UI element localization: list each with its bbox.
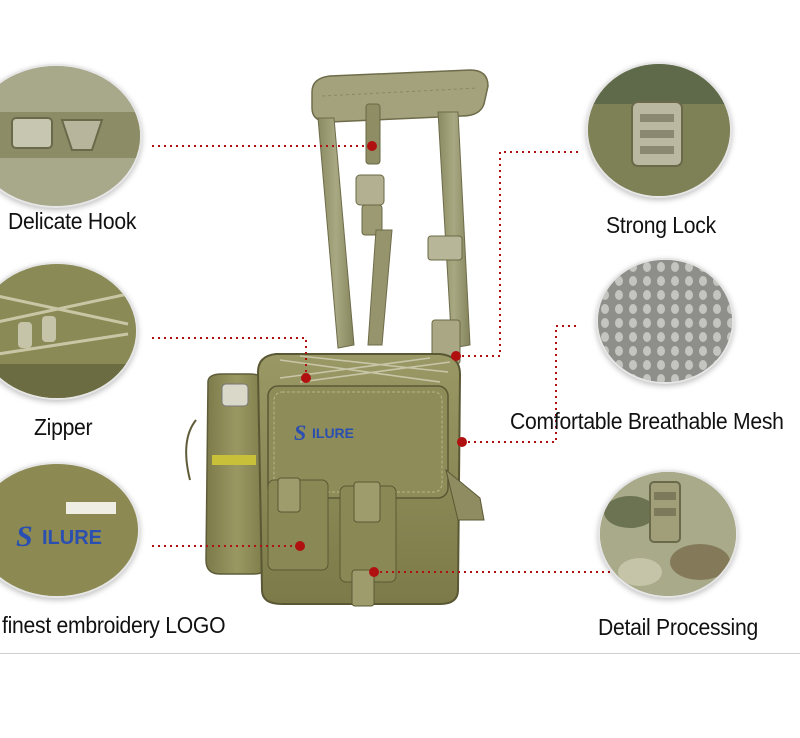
detail-processing-label: Detail Processing [598,614,758,640]
svg-text:ILURE: ILURE [312,425,354,441]
svg-text:S: S [16,520,33,553]
zipper-label: Zipper [34,414,93,440]
finest-embroidery-logo-label: finest embroidery LOGO [2,612,226,638]
pointer-dots [295,141,467,577]
strong-lock-detail-image [586,62,732,198]
delicate-hook-label: Delicate Hook [8,208,137,234]
breathable-mesh-detail-image [596,258,734,384]
zipper-detail-image [0,262,138,400]
breathable-mesh-label: Comfortable Breathable Mesh [510,408,784,434]
svg-text:ILURE: ILURE [42,527,102,549]
pointer-lines [152,145,620,573]
detail-processing-image [598,470,738,598]
delicate-hook-detail-image [0,64,142,208]
bottom-divider [0,653,800,654]
strong-lock-label: Strong Lock [606,212,716,238]
bag-logo: S [294,420,306,445]
embroidery-logo-detail-image: S ILURE [0,462,140,598]
